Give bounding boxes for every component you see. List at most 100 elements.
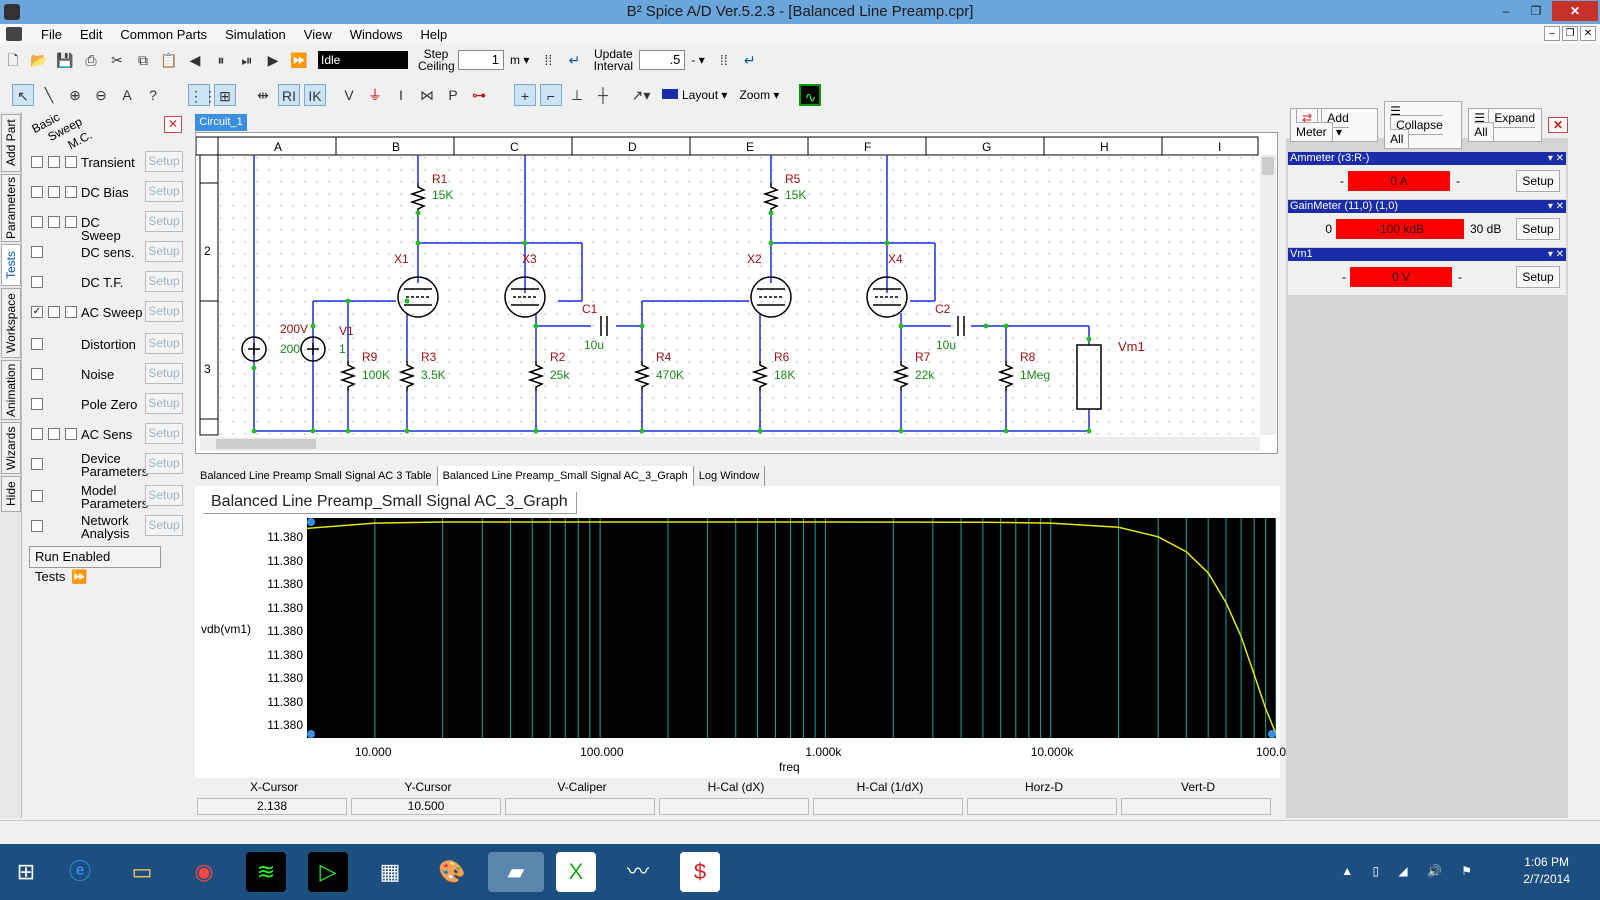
test-setup-button[interactable]: Setup (145, 393, 183, 414)
system-tray[interactable]: ▲ ▯ ◢ 🔊 ⚑ (1341, 864, 1480, 878)
step-run-icon[interactable]: ⏯ (241, 52, 253, 68)
mdi-restore-button[interactable]: ❐ (1562, 26, 1578, 41)
distribute-icon[interactable]: ┼ (598, 87, 608, 103)
cursor-marker[interactable] (307, 730, 315, 738)
test-checkbox[interactable] (65, 306, 77, 318)
pause-icon[interactable]: ⏸ (217, 52, 225, 68)
minimize-button[interactable]: – (1502, 4, 1510, 18)
menu-help[interactable]: Help (420, 26, 448, 42)
b2spice-icon[interactable]: ▰ (488, 852, 544, 892)
scope-icon[interactable]: ∿ (799, 84, 822, 106)
test-setup-button[interactable]: Setup (145, 485, 183, 506)
rotate-icon[interactable]: ↗▾ (631, 87, 651, 103)
mdi-minimize-button[interactable]: – (1544, 26, 1560, 41)
test-checkbox[interactable] (31, 398, 43, 410)
chrome-icon[interactable]: ◉ (194, 859, 214, 884)
tab-animation[interactable]: Animation (1, 360, 21, 420)
zoom-out-icon[interactable]: ⊖ (95, 87, 107, 103)
paste-icon[interactable]: 📋 (160, 52, 178, 68)
collapse-all-button[interactable]: ☰ Collapse All (1384, 101, 1463, 149)
test-setup-button[interactable]: Setup (145, 453, 183, 474)
menu-view[interactable]: View (303, 26, 332, 42)
mdi-close-button[interactable]: ✕ (1580, 26, 1596, 41)
test-checkbox[interactable] (65, 216, 77, 228)
run-enabled-tests-button[interactable]: Run Enabled Tests⏩ (29, 546, 161, 584)
test-checkbox[interactable] (31, 216, 43, 228)
test-setup-button[interactable]: Setup (145, 363, 183, 384)
tab-workspace[interactable]: Workspace (1, 288, 21, 358)
meter-title-bar[interactable]: Vm1▾ ✕ (1288, 248, 1566, 261)
align-left-icon[interactable]: + (514, 84, 536, 106)
new-file-icon[interactable]: 🗋 (7, 52, 19, 68)
probe-node-icon[interactable]: ⇹ (257, 87, 269, 103)
tab-ac-table[interactable]: Balanced Line Preamp Small Signal AC 3 T… (195, 466, 438, 486)
meter-setup-button[interactable]: Setup (1516, 170, 1560, 192)
test-checkbox[interactable] (31, 490, 43, 502)
tab-hide[interactable]: Hide (1, 476, 21, 512)
save-icon[interactable]: 💾 (56, 52, 74, 68)
voltage-probe-icon[interactable]: V (344, 87, 354, 103)
test-checkbox[interactable] (48, 186, 60, 198)
tab-wizards[interactable]: Wizards (1, 422, 21, 474)
step-back-icon[interactable]: ◀ (189, 52, 201, 68)
diff-probe-icon[interactable]: ⊶ (472, 87, 486, 103)
test-checkbox[interactable] (48, 216, 60, 228)
interval-spinner-icon[interactable]: ⁞⁞ (719, 52, 728, 68)
document-icon[interactable]: $ (680, 852, 720, 892)
test-setup-button[interactable]: Setup (145, 515, 183, 536)
tab-log-window[interactable]: Log Window (694, 466, 766, 486)
meter-title-bar[interactable]: GainMeter (11,0) (1,0)▾ ✕ (1288, 200, 1566, 213)
apply-step-icon[interactable]: ↵ (568, 52, 581, 68)
snap-icon[interactable]: ⊞ (214, 84, 236, 106)
waveform-icon[interactable]: 〰 (626, 859, 649, 884)
test-checkbox[interactable] (31, 458, 43, 470)
select-pointer-icon[interactable]: ↖ (12, 84, 34, 106)
test-setup-button[interactable]: Setup (145, 181, 183, 202)
start-icon[interactable]: ⊞ (16, 859, 36, 884)
current-probe-icon[interactable]: ⏚ (368, 87, 382, 103)
meter-title-bar[interactable]: Ammeter (r3:R-)▾ ✕ (1288, 152, 1566, 165)
test-checkbox[interactable] (31, 246, 43, 258)
tab-add-part[interactable]: Add Part (1, 114, 21, 172)
play-icon[interactable]: ▶ (267, 52, 279, 68)
test-checkbox[interactable] (65, 186, 77, 198)
print-icon[interactable]: ⎙ (85, 52, 97, 68)
excel-icon[interactable]: X (556, 852, 596, 892)
paint-icon[interactable]: 🎨 (438, 859, 466, 884)
explorer-icon[interactable]: ▭ (131, 859, 153, 884)
test-setup-button[interactable]: Setup (145, 241, 183, 262)
cut-icon[interactable]: ✂ (111, 52, 123, 68)
align-top-icon[interactable]: ⌐ (540, 84, 562, 106)
step-unit-select[interactable]: m ▾ (510, 53, 530, 67)
menu-windows[interactable]: Windows (349, 26, 403, 42)
current-marker-icon[interactable]: I (399, 87, 403, 103)
text-tool-icon[interactable]: A (122, 87, 132, 103)
clock[interactable]: 1:06 PM 2/7/2014 (1523, 854, 1570, 888)
help-icon[interactable]: ? (149, 87, 157, 103)
expand-all-button[interactable]: ☰ Expand All (1468, 108, 1542, 142)
plot-area[interactable] (306, 518, 1277, 738)
menu-file[interactable]: File (41, 26, 62, 42)
layout-dropdown[interactable]: Layout ▾ (662, 88, 727, 102)
test-checkbox[interactable] (48, 306, 60, 318)
test-checkbox[interactable] (48, 156, 60, 168)
calculator-icon[interactable]: ▦ (379, 859, 401, 884)
meter-setup-button[interactable]: Setup (1516, 218, 1560, 240)
menu-simulation[interactable]: Simulation (225, 26, 286, 42)
menu-edit[interactable]: Edit (79, 26, 103, 42)
update-interval-input[interactable]: .5 (639, 50, 686, 70)
spinner-icon[interactable]: ⁞⁞ (544, 52, 553, 68)
test-setup-button[interactable]: Setup (145, 423, 183, 444)
meter-setup-button[interactable]: Setup (1516, 266, 1560, 288)
open-folder-icon[interactable]: 📂 (30, 52, 48, 68)
zoom-dropdown[interactable]: Zoom ▾ (739, 88, 780, 102)
apply-interval-icon[interactable]: ↵ (743, 52, 756, 68)
add-meter-button[interactable]: ⇄ Add Meter ▾ (1290, 108, 1379, 142)
test-setup-button[interactable]: Setup (145, 271, 183, 292)
maximize-button[interactable]: ❐ (1530, 4, 1542, 18)
ie-icon[interactable]: ⓔ (68, 859, 91, 884)
test-checkbox[interactable] (65, 156, 77, 168)
test-setup-button[interactable]: Setup (145, 151, 183, 172)
meter-window-buttons[interactable]: ▾ ✕ (1547, 201, 1564, 212)
